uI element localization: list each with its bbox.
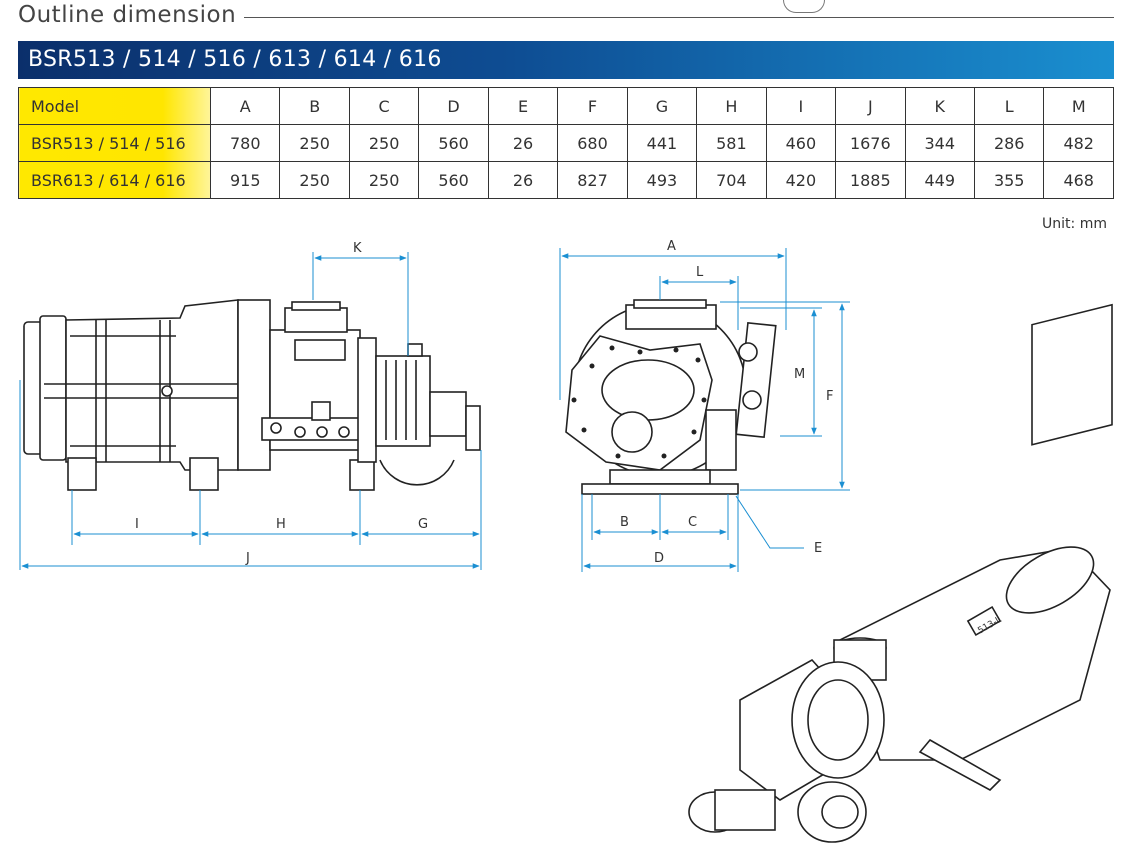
value-cell: 441 [626,124,698,162]
header-cell: K [904,87,975,125]
dim-label-b: B [620,515,629,530]
value-cell: 286 [973,124,1045,162]
header-cell: I [765,87,837,125]
front-view-dimensions [559,248,850,572]
value-cell: 420 [765,161,837,199]
model-cell: BSR613 / 614 / 616 [18,161,211,199]
value-cell: 1676 [835,124,906,162]
value-cell: 560 [418,161,489,199]
value-cell: 560 [418,124,489,162]
value-cell: 1885 [835,161,906,199]
value-cell: 827 [557,161,628,199]
page-title: Outline dimension [18,2,245,28]
dim-label-h: H [276,517,286,532]
header-cell: L [973,87,1045,125]
value-cell: 26 [487,161,559,199]
banner-title: BSR513 / 514 / 516 / 613 / 614 / 616 [28,47,442,72]
header-cell: M [1043,87,1114,125]
value-cell: 493 [626,161,698,199]
dim-label-c: C [688,515,697,530]
front-view-drawing [565,299,777,495]
dim-label-f: F [826,389,833,404]
header-cell: C [348,87,420,125]
dim-label-d: D [654,551,664,566]
section-header: Outline dimension [18,0,1114,36]
model-cell: BSR513 / 514 / 516 [18,124,211,162]
value-cell: 344 [904,124,975,162]
dim-label-l: L [696,265,704,280]
header-model-cell: Model [18,87,211,125]
value-cell: 482 [1043,124,1114,162]
model-banner: BSR513 / 514 / 516 / 613 / 614 / 616 [18,41,1114,79]
unit-label: Unit: mm [1042,216,1107,232]
side-view-dimensions [19,252,482,570]
dim-label-g: G [418,517,428,532]
value-cell: 680 [557,124,628,162]
dim-label-k: K [353,241,362,256]
dim-label-a: A [667,239,676,254]
value-cell: 780 [209,124,281,162]
header-cell: G [626,87,698,125]
value-cell: 250 [279,161,350,199]
title-rule [18,17,1114,18]
value-cell: 468 [1043,161,1114,199]
value-cell: 355 [973,161,1045,199]
isometric-view-drawing [688,303,1113,843]
dim-label-j: J [245,551,250,566]
side-view-drawing [23,299,481,491]
value-cell: 704 [696,161,767,199]
header-cell: B [279,87,350,125]
dim-label-e: E [814,541,822,556]
value-cell: 449 [904,161,975,199]
value-cell: 250 [279,124,350,162]
dim-label-i: I [135,517,139,532]
header-cell: J [835,87,906,125]
dim-label-m: M [794,367,805,382]
value-cell: 250 [348,161,420,199]
